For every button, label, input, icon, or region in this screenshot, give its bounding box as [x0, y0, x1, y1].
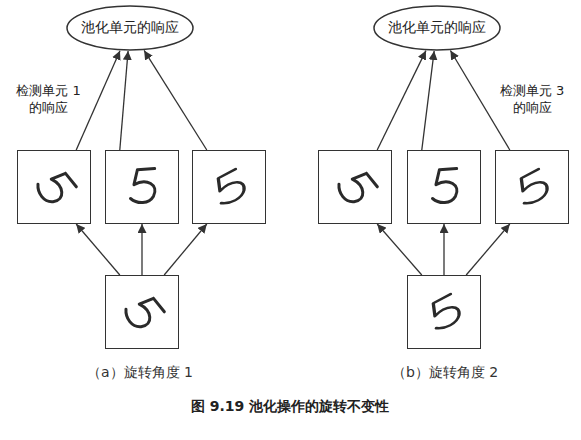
arrow-connector: [120, 51, 128, 150]
image-box: [105, 275, 179, 349]
image-box: [407, 275, 481, 349]
digit-rotated-2: [211, 169, 551, 331]
arrow-connector: [377, 224, 422, 275]
image-box: [17, 150, 91, 224]
arrow-connector: [466, 224, 510, 275]
arrow-connector: [141, 224, 142, 275]
image-box: [407, 150, 481, 224]
pooling-ellipse: 池化单元的响应: [66, 5, 194, 51]
arrow-connector: [76, 224, 120, 275]
pooling-ellipse: 池化单元的响应: [373, 5, 501, 51]
image-box: [105, 150, 179, 224]
node-text: 池化单元的响应: [388, 19, 486, 37]
image-box: [192, 150, 266, 224]
panel-label: （b）旋转角度 2: [392, 364, 498, 382]
arrow-connector: [144, 50, 207, 150]
node-text: 池化单元的响应: [81, 19, 179, 37]
edge-label: 检测单元 1 的响应: [14, 83, 84, 117]
figure-caption: 图 9.19 池化操作的旋转不变性: [191, 398, 389, 416]
image-box: [495, 150, 569, 224]
edge-label: 检测单元 3 的响应: [497, 83, 567, 117]
arrow-connector: [422, 51, 434, 150]
digit-rotated-1: [35, 167, 378, 331]
arrow-connector: [377, 51, 426, 150]
arrow-connector: [164, 224, 207, 275]
arrow-connector: [443, 224, 444, 275]
image-box: [318, 150, 392, 224]
panel-label: （a）旋转角度 1: [87, 364, 193, 382]
